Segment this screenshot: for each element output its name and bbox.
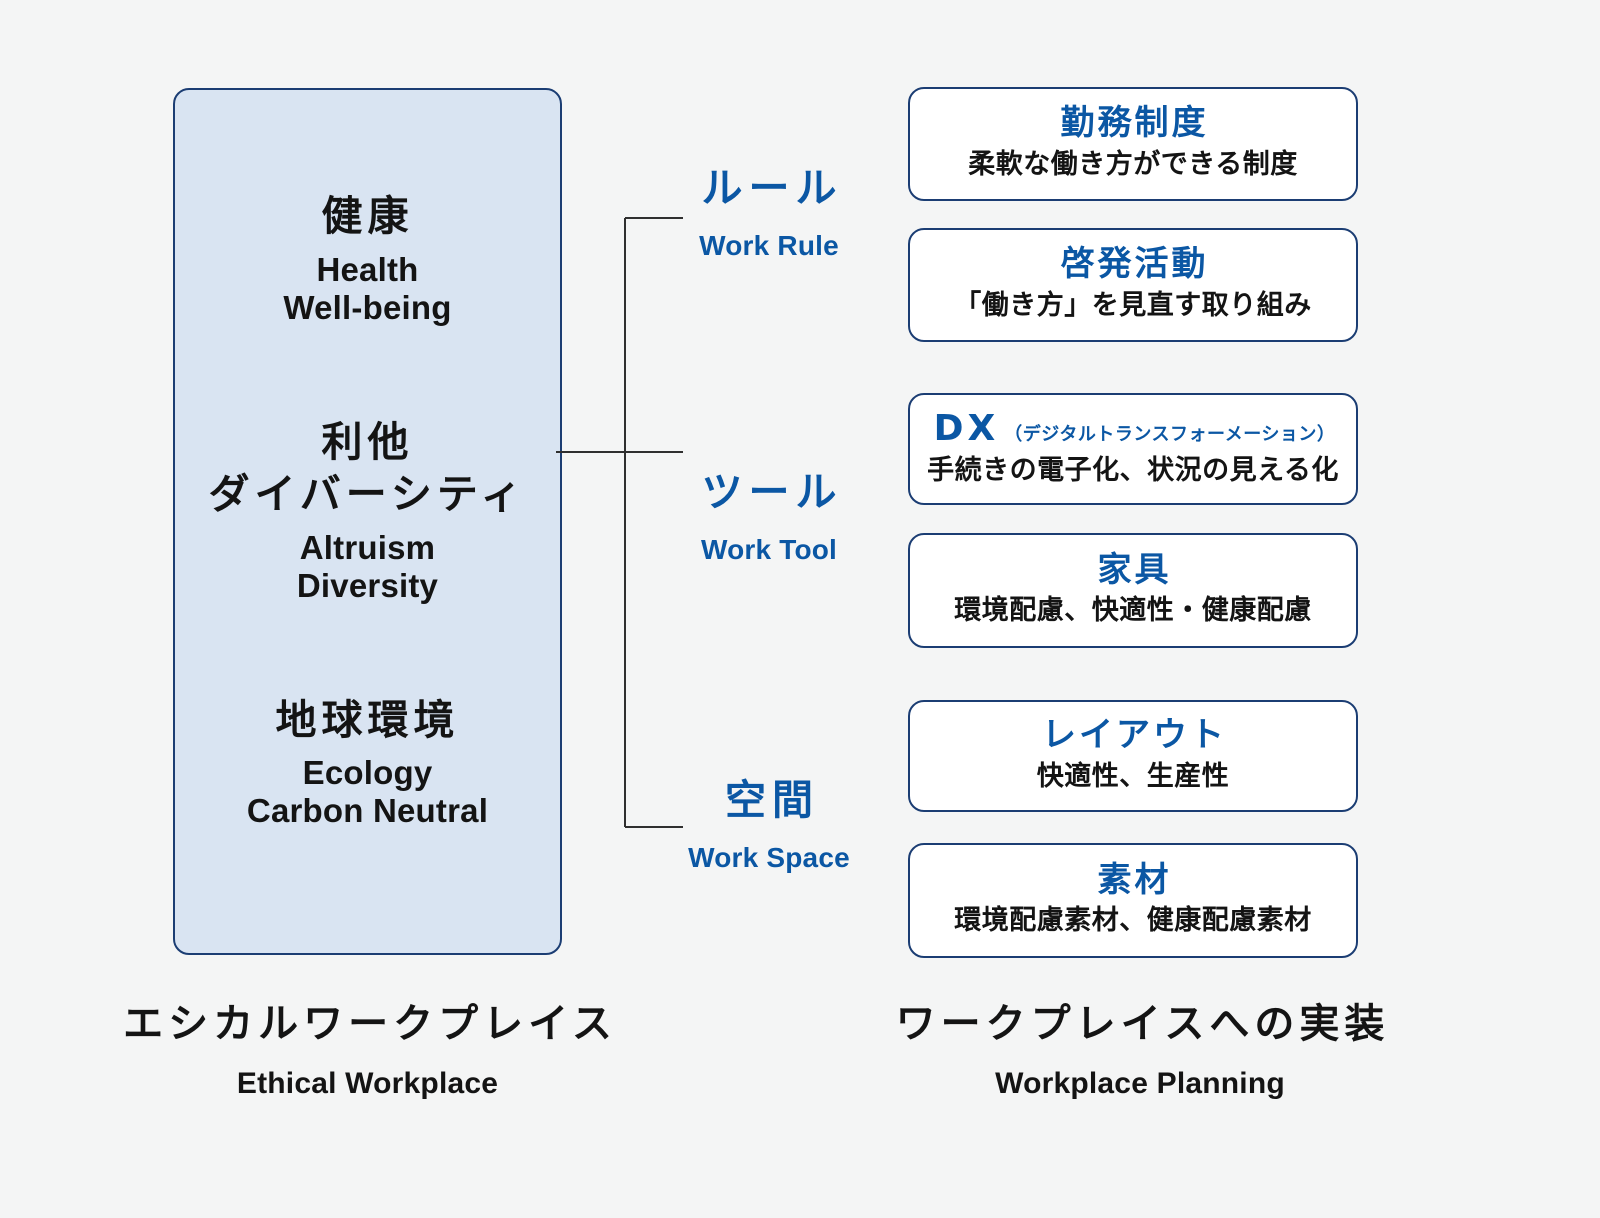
card-material-description: 環境配慮素材、健康配慮素材 <box>954 905 1312 937</box>
category-work-rule-en-label: Work Rule <box>699 230 839 262</box>
card-furniture: 家具 環境配慮、快適性・健康配慮 <box>908 533 1358 648</box>
caption-ethical-workplace: エシカルワークプレイス Ethical Workplace <box>80 1000 655 1102</box>
pillar-altruism-diversity-en-label: Altruism Diversity <box>296 528 439 604</box>
card-layout-description: 快適性、生産性 <box>1036 760 1230 792</box>
card-layout: レイアウト 快適性、生産性 <box>908 700 1358 812</box>
card-work-system-title: 勤務制度 <box>1060 103 1209 144</box>
category-work-space-en-label: Work Space <box>688 842 850 874</box>
pillar-health: 健康 Health Well-being <box>185 190 550 327</box>
category-work-space-jp-label: 空間 <box>725 776 819 824</box>
caption-workplace-planning-jp: ワークプレイスへの実装 <box>895 1001 1390 1047</box>
card-material: 素材 環境配慮素材、健康配慮素材 <box>908 843 1358 958</box>
pillar-ecology: 地球環境 Ecology Carbon Neutral <box>185 694 550 831</box>
pillar-ecology-jp-label: 地球環境 <box>275 695 460 744</box>
card-dx-title-note: （デジタルトランスフォーメーション） <box>1004 423 1336 445</box>
category-work-tool-en-label: Work Tool <box>700 534 838 566</box>
card-awareness-activity-description: 「働き方」を見直す取り組み <box>954 289 1312 321</box>
category-work-rule: ルール Work Rule <box>676 164 862 262</box>
card-awareness-activity-title: 啓発活動 <box>1060 244 1209 285</box>
card-dx: DX （デジタルトランスフォーメーション） 手続きの電子化、状況の見える化 <box>908 393 1358 505</box>
card-furniture-title: 家具 <box>1097 549 1172 590</box>
caption-ethical-workplace-en: Ethical Workplace <box>236 1067 499 1100</box>
pillar-altruism-diversity: 利他 ダイバーシティ Altruism Diversity <box>185 416 550 605</box>
category-work-space: 空間 Work Space <box>676 776 862 874</box>
card-work-system-description: 柔軟な働き方ができる制度 <box>968 148 1298 180</box>
pillar-health-jp-label: 健康 <box>321 192 414 241</box>
card-material-title: 素材 <box>1097 859 1172 900</box>
card-work-system: 勤務制度 柔軟な働き方ができる制度 <box>908 87 1358 201</box>
pillar-ecology-en-label: Ecology Carbon Neutral <box>246 754 489 830</box>
card-awareness-activity: 啓発活動 「働き方」を見直す取り組み <box>908 228 1358 342</box>
category-work-rule-jp-label: ルール <box>701 164 843 212</box>
card-layout-title: レイアウト <box>1042 715 1227 756</box>
ethical-workplace-panel: 健康 Health Well-being 利他 ダイバーシティ Altruism… <box>173 88 562 955</box>
category-work-tool-jp-label: ツール <box>701 468 843 516</box>
card-furniture-description: 環境配慮、快適性・健康配慮 <box>954 595 1312 627</box>
category-work-tool: ツール Work Tool <box>676 468 862 566</box>
card-dx-title: DX <box>933 407 1000 449</box>
card-dx-description: 手続きの電子化、状況の見える化 <box>927 454 1339 486</box>
branch-connector-lines <box>556 217 683 828</box>
caption-workplace-planning: ワークプレイスへの実装 Workplace Planning <box>840 1000 1440 1102</box>
pillar-health-en-label: Health Well-being <box>283 250 452 326</box>
caption-ethical-workplace-jp: エシカルワークプレイス <box>123 1001 617 1047</box>
pillar-altruism-diversity-jp-label: 利他 ダイバーシティ <box>208 417 527 519</box>
card-dx-title-row: DX （デジタルトランスフォーメーション） <box>931 406 1336 451</box>
caption-workplace-planning-en: Workplace Planning <box>995 1067 1285 1100</box>
